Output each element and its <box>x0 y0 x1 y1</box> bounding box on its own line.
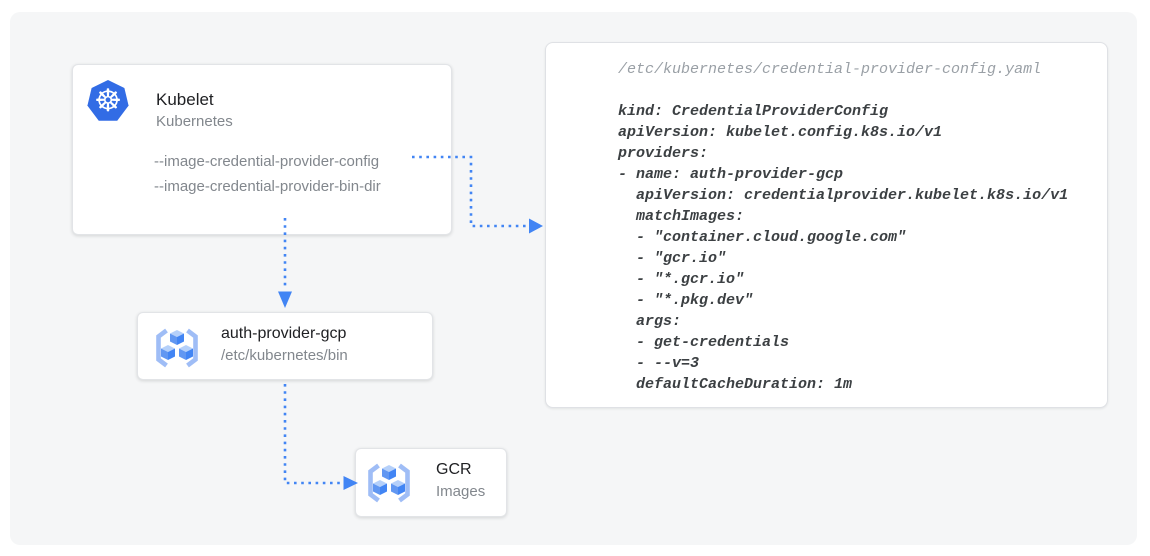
config-filename: /etc/kubernetes/credential-provider-conf… <box>618 61 1042 78</box>
yaml-line: apiVersion: kubelet.config.k8s.io/v1 <box>618 124 943 141</box>
yaml-line: - get-credentials <box>618 334 790 351</box>
yaml-line: apiVersion: credentialprovider.kubelet.k… <box>618 187 1069 204</box>
kubelet-subtitle: Kubernetes <box>156 113 233 130</box>
yaml-line: matchImages: <box>618 208 745 225</box>
kubelet-flags: --image-credential-provider-config --ima… <box>154 149 381 199</box>
gcr-cubes-icon <box>368 463 410 503</box>
yaml-line: kind: CredentialProviderConfig <box>618 103 889 120</box>
auth-provider-title: auth-provider-gcp <box>221 325 347 342</box>
yaml-block: /etc/kubernetes/credential-provider-conf… <box>546 43 1107 395</box>
gcr-card: GCR Images <box>355 448 507 517</box>
yaml-line: - "container.cloud.google.com" <box>618 229 907 246</box>
yaml-line: - --v=3 <box>618 355 700 372</box>
gcr-title: GCR <box>436 461 472 478</box>
yaml-line: - "gcr.io" <box>618 250 727 267</box>
credential-provider-config-panel: /etc/kubernetes/credential-provider-conf… <box>545 42 1108 408</box>
yaml-line: defaultCacheDuration: 1m <box>618 376 853 393</box>
yaml-line: - "*.pkg.dev" <box>618 292 754 309</box>
yaml-line: - "*.gcr.io" <box>618 271 745 288</box>
yaml-line: args: <box>618 313 682 330</box>
kubelet-title: Kubelet <box>156 90 214 109</box>
gcr-cubes-icon <box>156 328 198 368</box>
kubelet-flag-config: --image-credential-provider-config <box>154 153 380 170</box>
kubernetes-helm-glyph: ☸ <box>94 82 122 119</box>
kubernetes-icon: ☸ <box>87 80 129 121</box>
yaml-line: - name: auth-provider-gcp <box>618 166 844 183</box>
kubelet-card: ☸ Kubelet Kubernetes --image-credential-… <box>72 64 452 235</box>
kubelet-flag-bin-dir: --image-credential-provider-bin-dir <box>154 178 381 195</box>
auth-provider-card: auth-provider-gcp /etc/kubernetes/bin <box>137 312 433 380</box>
auth-provider-path: /etc/kubernetes/bin <box>221 347 348 364</box>
yaml-line: providers: <box>618 145 709 162</box>
gcr-subtitle: Images <box>436 483 486 500</box>
